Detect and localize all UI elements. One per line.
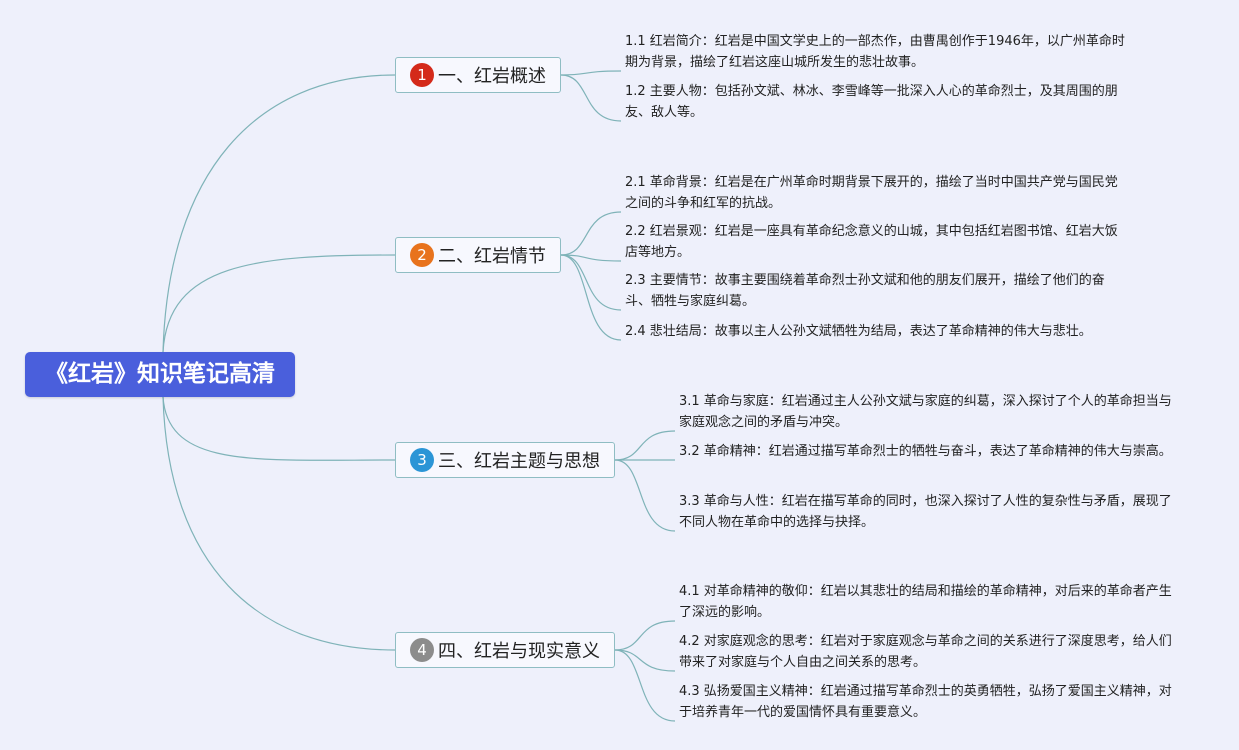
leaf-2-2[interactable]: 2.2 红岩景观：红岩是一座具有革命纪念意义的山城，其中包括红岩图书馆、红岩大饭… bbox=[625, 224, 1118, 260]
leaf-3-2[interactable]: 3.2 革命精神：红岩通过描写革命烈士的牺牲与奋斗，表达了革命精神的伟大与崇高。 bbox=[679, 444, 1172, 459]
branch-plot[interactable]: 2 二、红岩情节 bbox=[395, 237, 561, 273]
root-connector bbox=[162, 254, 396, 353]
root-node[interactable]: 《红岩》知识笔记高清 bbox=[25, 352, 295, 397]
leaf-1-2[interactable]: 1.2 主要人物：包括孙文斌、林冰、李雪峰等一批深入人心的革命烈士，及其周围的朋… bbox=[625, 84, 1118, 120]
root-connector bbox=[162, 74, 396, 353]
root-connector bbox=[162, 396, 396, 651]
badge-3-icon: 3 bbox=[410, 448, 434, 472]
leaf-connector bbox=[560, 254, 622, 311]
branch-overview[interactable]: 1 一、红岩概述 bbox=[395, 57, 561, 93]
leaf-2-1[interactable]: 2.1 革命背景：红岩是在广州革命时期背景下展开的，描绘了当时中国共产党与国民党… bbox=[625, 175, 1118, 211]
leaf-4-2[interactable]: 4.2 对家庭观念的思考：红岩对于家庭观念与革命之间的关系进行了深度思考，给人们… bbox=[679, 634, 1172, 670]
branch-label: 四、红岩与现实意义 bbox=[438, 641, 600, 662]
leaf-connector bbox=[560, 211, 622, 256]
leaf-connector bbox=[614, 649, 676, 672]
badge-4-icon: 4 bbox=[410, 638, 434, 662]
leaf-connector bbox=[614, 430, 676, 461]
leaf-3-3[interactable]: 3.3 革命与人性：红岩在描写革命的同时，也深入探讨了人性的复杂性与矛盾，展现了… bbox=[679, 494, 1172, 530]
badge-1-icon: 1 bbox=[410, 63, 434, 87]
leaf-connector bbox=[560, 254, 622, 341]
branch-label: 二、红岩情节 bbox=[438, 246, 546, 267]
leaf-connector bbox=[614, 620, 676, 651]
badge-2-icon: 2 bbox=[410, 243, 434, 267]
leaf-4-1[interactable]: 4.1 对革命精神的敬仰：红岩以其悲壮的结局和描绘的革命精神，对后来的革命者产生… bbox=[679, 584, 1172, 620]
branch-significance[interactable]: 4 四、红岩与现实意义 bbox=[395, 632, 615, 668]
root-connector bbox=[162, 396, 396, 461]
branch-themes[interactable]: 3 三、红岩主题与思想 bbox=[395, 442, 615, 478]
leaf-connector bbox=[560, 74, 622, 122]
leaf-connector bbox=[614, 459, 676, 532]
leaf-connector bbox=[560, 70, 622, 76]
leaf-connector bbox=[560, 254, 622, 262]
branch-label: 三、红岩主题与思想 bbox=[438, 451, 600, 472]
leaf-4-3[interactable]: 4.3 弘扬爱国主义精神：红岩通过描写革命烈士的英勇牺牲，弘扬了爱国主义精神，对… bbox=[679, 684, 1172, 720]
leaf-2-3[interactable]: 2.3 主要情节：故事主要围绕着革命烈士孙文斌和他的朋友们展开，描绘了他们的奋斗… bbox=[625, 273, 1105, 309]
leaf-connector bbox=[614, 649, 676, 722]
leaf-2-4[interactable]: 2.4 悲壮结局：故事以主人公孙文斌牺牲为结局，表达了革命精神的伟大与悲壮。 bbox=[625, 324, 1092, 339]
branch-label: 一、红岩概述 bbox=[438, 66, 546, 87]
leaf-3-1[interactable]: 3.1 革命与家庭：红岩通过主人公孙文斌与家庭的纠葛，深入探讨了个人的革命担当与… bbox=[679, 394, 1172, 430]
leaf-1-1[interactable]: 1.1 红岩简介：红岩是中国文学史上的一部杰作，由曹禺创作于1946年，以广州革… bbox=[625, 34, 1125, 70]
